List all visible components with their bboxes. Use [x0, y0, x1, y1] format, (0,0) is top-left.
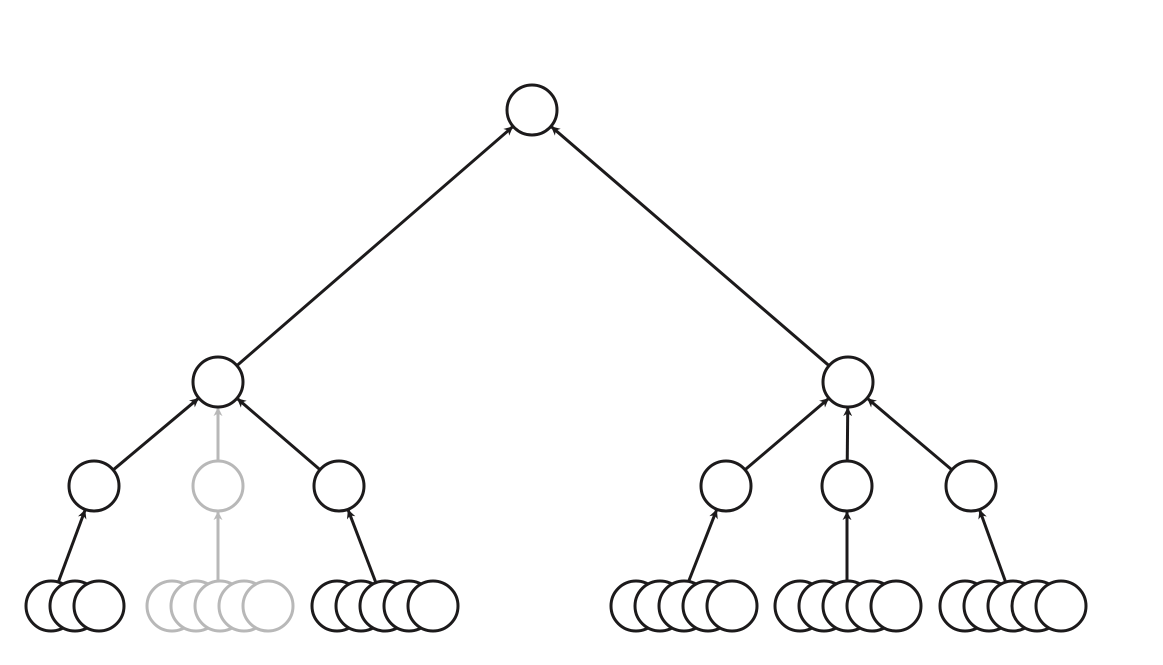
leaf-cluster-l2-left-3 — [310, 579, 460, 633]
leaf-node — [406, 579, 460, 633]
root-node — [505, 83, 559, 137]
level2-node-l2-right-3 — [944, 459, 998, 513]
edges-layer — [56, 125, 1008, 584]
leaf-node — [705, 579, 759, 633]
leaf-node — [241, 579, 295, 633]
edge-l2-left-1-to-l1-left — [112, 397, 200, 472]
leaf-cluster-l2-right-2 — [773, 579, 923, 633]
leaf-cluster-l2-left-2 — [145, 579, 295, 633]
edge-l2-left-3-to-l1-left — [236, 397, 322, 471]
edge-leaves-to-l2-left-3 — [346, 509, 378, 584]
edge-l1-right-to-root — [550, 125, 831, 367]
edge-l2-right-3-to-l1-right — [866, 397, 953, 472]
edge-leaves-to-l2-right-1 — [686, 509, 718, 584]
level2-node-l2-left-1 — [67, 459, 121, 513]
edge-leaves-to-l2-right-3 — [978, 509, 1008, 584]
leaf-node — [1034, 579, 1088, 633]
level2-node-l2-right-1 — [699, 459, 753, 513]
level1-node-l1-left — [191, 355, 245, 409]
edge-leaves-to-l2-left-1 — [56, 509, 87, 584]
edge-l1-left-to-root — [235, 125, 514, 367]
leaf-cluster-l2-right-1 — [609, 579, 759, 633]
level1-node-l1-right — [821, 355, 875, 409]
leaf-cluster-l2-left-1 — [24, 579, 126, 633]
nodes-layer — [67, 83, 998, 513]
leaf-node — [869, 579, 923, 633]
edge-l2-right-1-to-l1-right — [744, 397, 830, 471]
edge-l2-right-2-to-l1-right — [843, 407, 853, 462]
level2-node-l2-right-2 — [820, 459, 874, 513]
leaf-node — [72, 579, 126, 633]
level2-node-l2-left-3 — [312, 459, 366, 513]
leaves-layer — [24, 579, 1088, 633]
level2-node-l2-left-2 — [191, 459, 245, 513]
leaf-cluster-l2-right-3 — [938, 579, 1088, 633]
